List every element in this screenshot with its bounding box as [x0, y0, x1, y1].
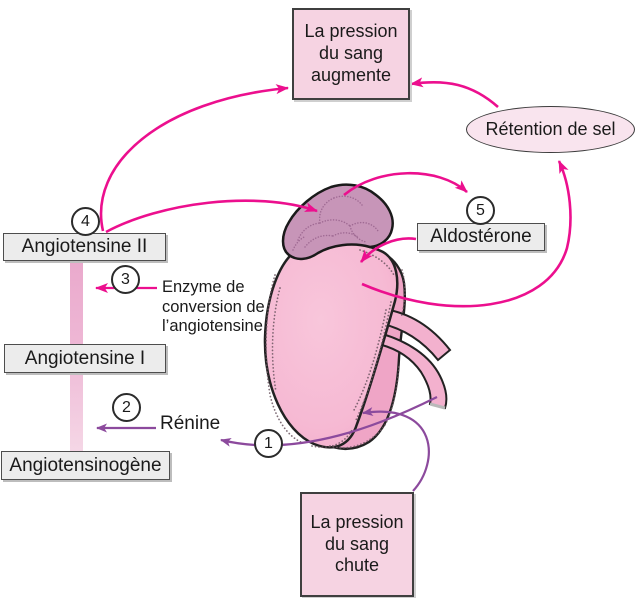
pressure-down-box: La pression du sang chute: [300, 492, 414, 597]
arrow-angiotensin2-to-pressure-up: [99, 84, 289, 232]
angiotensin-1-box: Angiotensine I: [4, 344, 166, 373]
arrow-aldosterone-to-kidney: [359, 237, 417, 263]
arrow-salt-retention-to-pressure-up: [410, 77, 499, 108]
arrow-angiotensin2-to-adrenal: [105, 199, 318, 234]
arrow-pressure-down-to-kidney: [362, 407, 430, 492]
adrenal-lobules: [292, 195, 379, 251]
angiotensinogen-box: Angiotensinogène: [1, 451, 170, 480]
salt-retention-ellipse: Rétention de sel: [466, 106, 635, 153]
converting-enzyme-label: Enzyme de conversion de l’angiotensine: [162, 278, 265, 335]
renal-vessel: [377, 307, 452, 362]
kidney-illustration: [263, 183, 452, 451]
step-2-badge: 2: [112, 393, 141, 422]
step-5-badge: 5: [466, 196, 495, 225]
arrow-kidney-to-renin: [220, 396, 438, 447]
arrow-kidney-to-salt-retention: [361, 160, 572, 308]
step-3-badge: 3: [111, 265, 140, 294]
ureter-cut-edge: [429, 402, 446, 410]
aldosterone-box: Aldostérone: [417, 223, 545, 251]
arrow-adrenal-to-aldosterone: [343, 171, 468, 197]
pressure-up-box: La pression du sang augmente: [292, 8, 410, 100]
step-4-badge: 4: [71, 207, 100, 236]
step-1-badge: 1: [254, 429, 283, 458]
renin-label: Rénine: [160, 413, 221, 434]
stipple-shading: [265, 249, 406, 449]
kidney-front-lobe: [263, 241, 399, 449]
angiotensin-2-box: Angiotensine II: [3, 233, 166, 261]
